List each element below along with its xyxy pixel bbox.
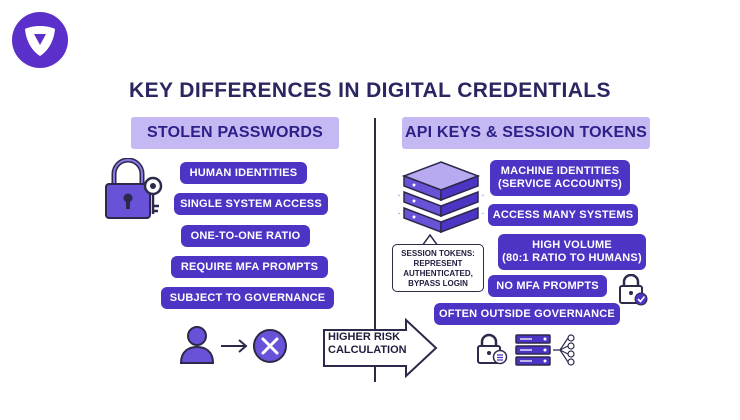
page-title: KEY DIFFERENCES IN DIGITAL CREDENTIALS [129,79,611,102]
callout-line4: BYPASS LOGIN [408,279,468,288]
key-icon [143,176,163,214]
right-item-often-outside-governance: OFTEN OUTSIDE GOVERNANCE [434,303,620,325]
arrow-right-icon [221,339,248,353]
right-item-no-mfa-prompts: NO MFA PROMPTS [488,275,607,297]
left-item-single-system-access: SINGLE SYSTEM ACCESS [174,193,328,215]
right-item-high-volume-line1: HIGH VOLUME [532,239,612,251]
session-tokens-callout: SESSION TOKENS: REPRESENT AUTHENTICATED,… [392,244,484,292]
right-item-high-volume: HIGH VOLUME (80:1 RATIO TO HUMANS) [498,234,646,270]
bubble-tail-icon [421,234,439,246]
user-icon [179,326,215,364]
left-item-require-mfa-prompts: REQUIRE MFA PROMPTS [171,256,328,278]
right-item-machine-identities: MACHINE IDENTITIES (SERVICE ACCOUNTS) [490,160,630,196]
padlock-check-icon [619,274,648,306]
higher-risk-arrow-icon [323,318,438,378]
server-rack-icon [515,334,551,366]
right-item-high-volume-line2: (80:1 RATIO TO HUMANS) [502,252,642,264]
stolen-passwords-header: STOLEN PASSWORDS [131,117,339,149]
right-item-access-many-systems: ACCESS MANY SYSTEMS [488,204,638,226]
padlock-list-icon [477,333,508,365]
brand-logo-icon [12,12,68,68]
api-keys-header: API KEYS & SESSION TOKENS [402,117,650,149]
callout-line3: AUTHENTICATED, [403,269,473,278]
center-divider [374,118,376,382]
right-item-machine-identities-line1: MACHINE IDENTITIES [500,165,620,177]
server-stack-icon [398,161,484,234]
left-item-one-to-one-ratio: ONE-TO-ONE RATIO [181,225,310,247]
higher-risk-line1: HIGHER RISK [328,331,401,343]
callout-line2: REPRESENT [413,259,463,268]
callout-line1: SESSION TOKENS: [401,249,475,258]
higher-risk-label: HIGHER RISK CALCULATION [328,331,428,357]
padlock-icon [105,158,151,219]
x-circle-icon [253,329,287,363]
left-item-human-identities: HUMAN IDENTITIES [180,162,307,184]
higher-risk-line2: CALCULATION [328,344,407,356]
network-nodes-icon [553,334,575,366]
left-item-subject-to-governance: SUBJECT TO GOVERNANCE [161,287,334,309]
right-item-machine-identities-line2: (SERVICE ACCOUNTS) [498,178,622,190]
